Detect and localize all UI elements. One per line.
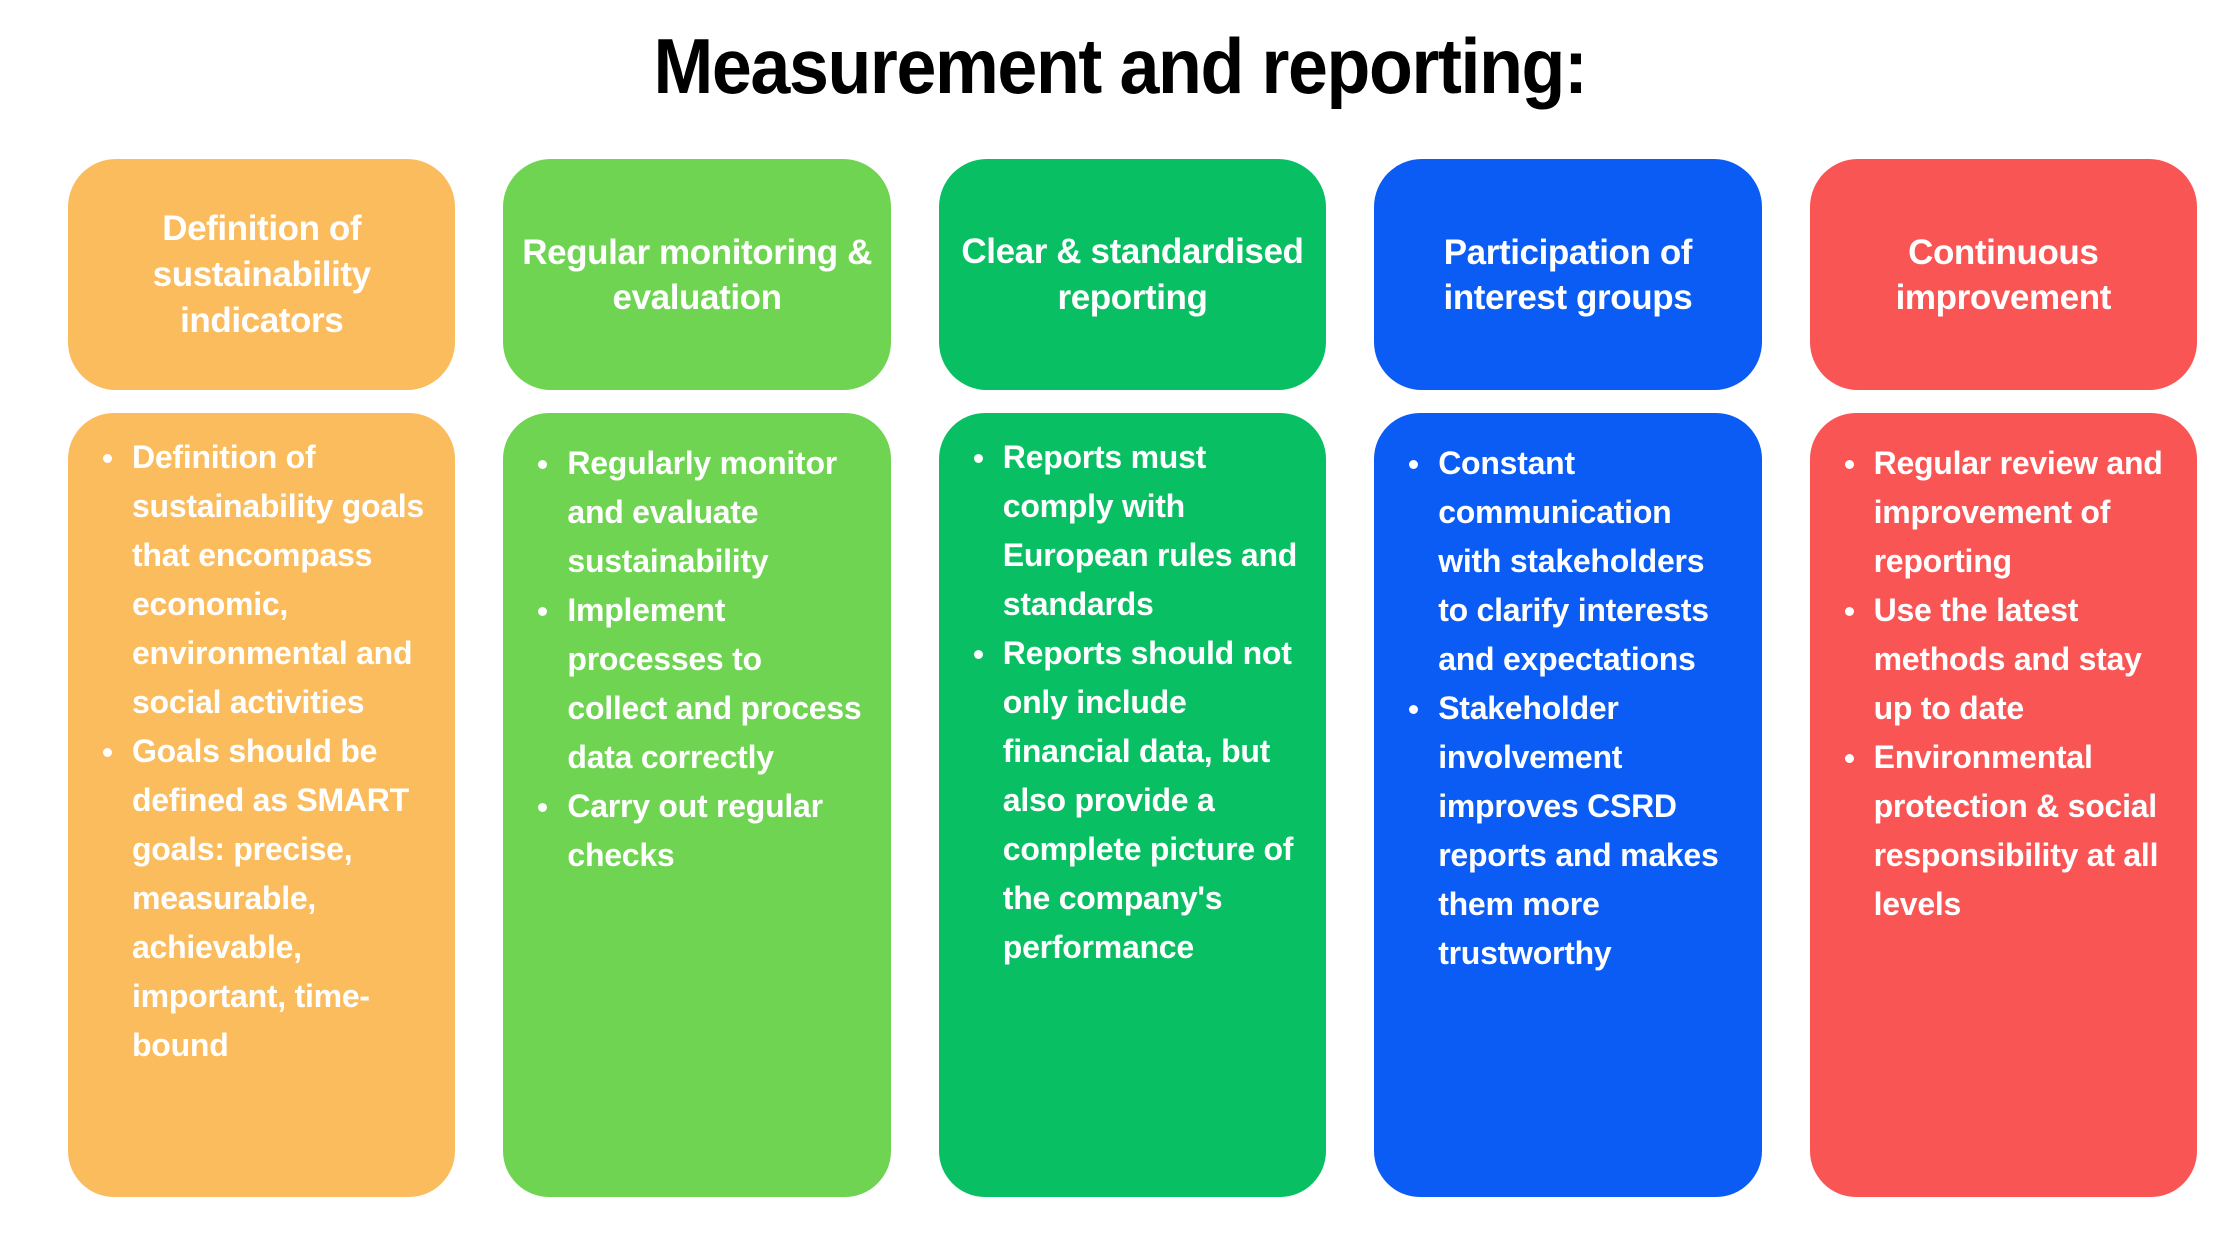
- list-item: Constant communication with stakeholders…: [1409, 439, 1739, 684]
- header-card-1[interactable]: Definition of sustainability indicators: [68, 159, 456, 390]
- body-card-2: Regularly monitor and evaluate sustainab…: [503, 413, 891, 1197]
- list-item: Regularly monitor and evaluate sustainab…: [538, 439, 868, 586]
- bullet-list-3: Reports must comply with European rules …: [957, 433, 1304, 972]
- body-card-3: Reports must comply with European rules …: [938, 413, 1327, 1197]
- list-item: Stakeholder involvement improves CSRD re…: [1409, 684, 1739, 978]
- list-item: Carry out regular checks: [538, 782, 868, 880]
- column-definition-of-sustainability-indicators: Definition of sustainability indicators …: [68, 159, 456, 1197]
- list-item: Reports must comply with European rules …: [973, 433, 1304, 629]
- list-item: Goals should be defined as SMART goals: …: [102, 727, 433, 1070]
- header-card-1-label: Definition of sustainability indicators: [152, 208, 371, 340]
- body-card-5: Regular review and improvement of report…: [1809, 413, 2197, 1197]
- column-continuous-improvement: Continuous improvement Regular review an…: [1809, 159, 2197, 1197]
- header-card-2-label: Regular monitoring & evaluation: [522, 232, 872, 317]
- column-clear-and-standardised-reporting: Clear & standardised reporting Reports m…: [938, 159, 1327, 1197]
- header-card-2[interactable]: Regular monitoring & evaluation: [503, 159, 891, 390]
- header-card-3[interactable]: Clear & standardised reporting: [938, 159, 1327, 390]
- columns-container: Definition of sustainability indicators …: [68, 159, 2197, 1197]
- bullet-list-5: Regular review and improvement of report…: [1828, 439, 2175, 929]
- body-card-4: Constant communication with stakeholders…: [1374, 413, 1762, 1197]
- body-card-1: Definition of sustainability goals that …: [68, 413, 456, 1197]
- header-card-5-label: Continuous improvement: [1895, 232, 2112, 317]
- bullet-list-2: Regularly monitor and evaluate sustainab…: [521, 439, 868, 880]
- bullet-list-4: Constant communication with stakeholders…: [1392, 439, 1739, 978]
- list-item: Reports should not only include financia…: [973, 629, 1304, 972]
- header-card-4-label: Participation of interest groups: [1443, 232, 1693, 317]
- list-item: Environmental protection & social respon…: [1844, 733, 2175, 929]
- header-card-5[interactable]: Continuous improvement: [1809, 159, 2197, 390]
- list-item: Definition of sustainability goals that …: [102, 433, 433, 727]
- bullet-list-1: Definition of sustainability goals that …: [86, 433, 433, 1070]
- list-item: Regular review and improvement of report…: [1844, 439, 2175, 586]
- header-card-4[interactable]: Participation of interest groups: [1374, 159, 1762, 390]
- list-item: Implement processes to collect and proce…: [538, 586, 868, 782]
- column-participation-of-interest-groups: Participation of interest groups Constan…: [1374, 159, 1762, 1197]
- header-card-3-label: Clear & standardised reporting: [961, 231, 1304, 317]
- column-regular-monitoring-and-evaluation: Regular monitoring & evaluation Regularl…: [503, 159, 891, 1197]
- list-item: Use the latest methods and stay up to da…: [1844, 586, 2175, 733]
- page-title: Measurement and reporting:: [653, 22, 1587, 110]
